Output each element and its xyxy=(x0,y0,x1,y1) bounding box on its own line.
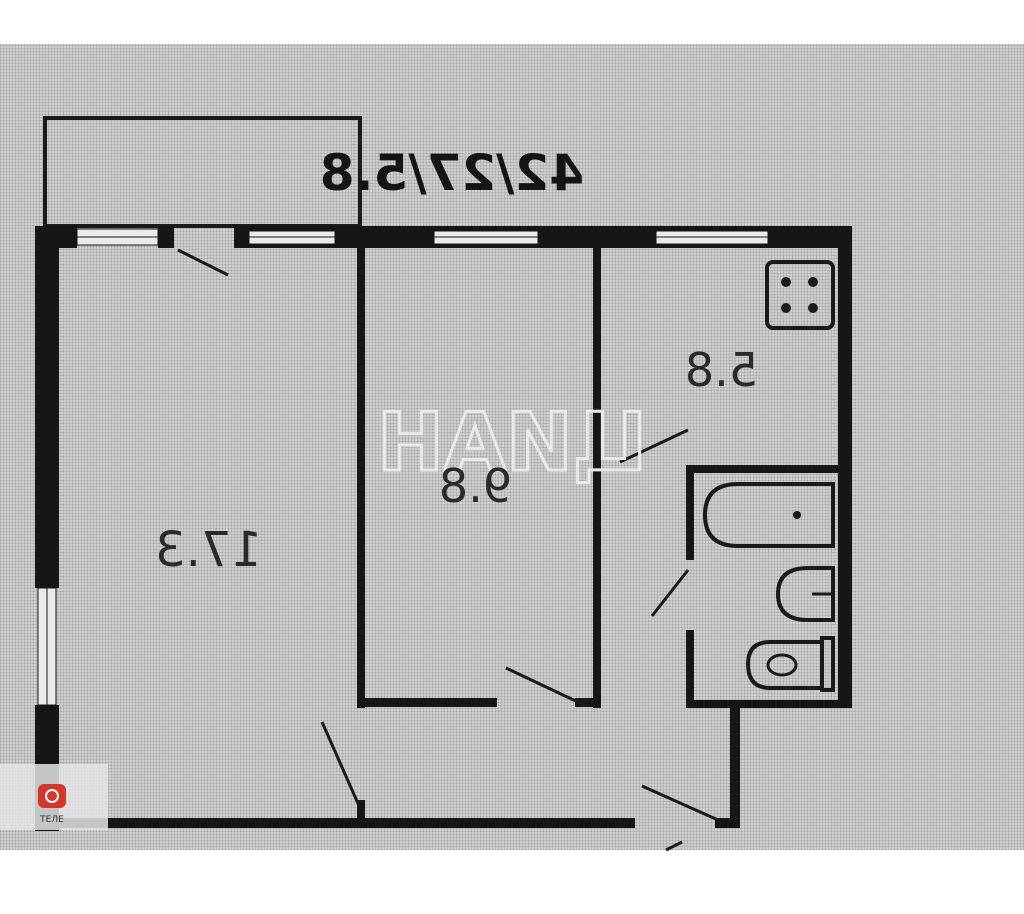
balcony xyxy=(43,116,362,228)
room-area-kitchen: 5.8 xyxy=(685,343,758,397)
sink-icon xyxy=(775,566,835,622)
toilet-icon xyxy=(745,636,835,692)
door-swings xyxy=(177,248,719,852)
stove-icon xyxy=(765,260,835,330)
wall-partition-2 xyxy=(593,246,601,708)
wall-bath-left-a xyxy=(686,465,694,560)
window-left xyxy=(37,587,57,706)
room-area-living: 17.3 xyxy=(155,522,262,578)
wall-partition-1 xyxy=(357,246,365,708)
wall-bath-top xyxy=(686,465,852,473)
floor-plan-photo xyxy=(0,44,1024,850)
wall-bath-bottom xyxy=(686,700,852,708)
corner-logo: ТЕЛЕ xyxy=(0,764,108,830)
wall-room2-bottom-a xyxy=(357,698,497,707)
wall-room2-bottom-b xyxy=(575,698,601,707)
wall-corridor-right xyxy=(730,700,740,828)
wall-left-top xyxy=(35,226,59,588)
wall-room1-stub xyxy=(357,800,365,822)
logo-text: ТЕЛЕ xyxy=(39,815,64,825)
wall-bottom-right xyxy=(715,818,740,828)
window-top xyxy=(76,228,769,246)
logo-mark-icon xyxy=(38,784,66,808)
wall-top-mid xyxy=(158,226,174,248)
wall-bath-left-b xyxy=(686,630,694,708)
bathtub-icon xyxy=(702,482,835,548)
watermark: ЦИАН xyxy=(377,396,647,489)
wall-bottom xyxy=(35,818,635,828)
room-area-bedroom: 9.8 xyxy=(439,459,512,513)
total-area-label: 42/27/5.8 xyxy=(320,144,584,202)
